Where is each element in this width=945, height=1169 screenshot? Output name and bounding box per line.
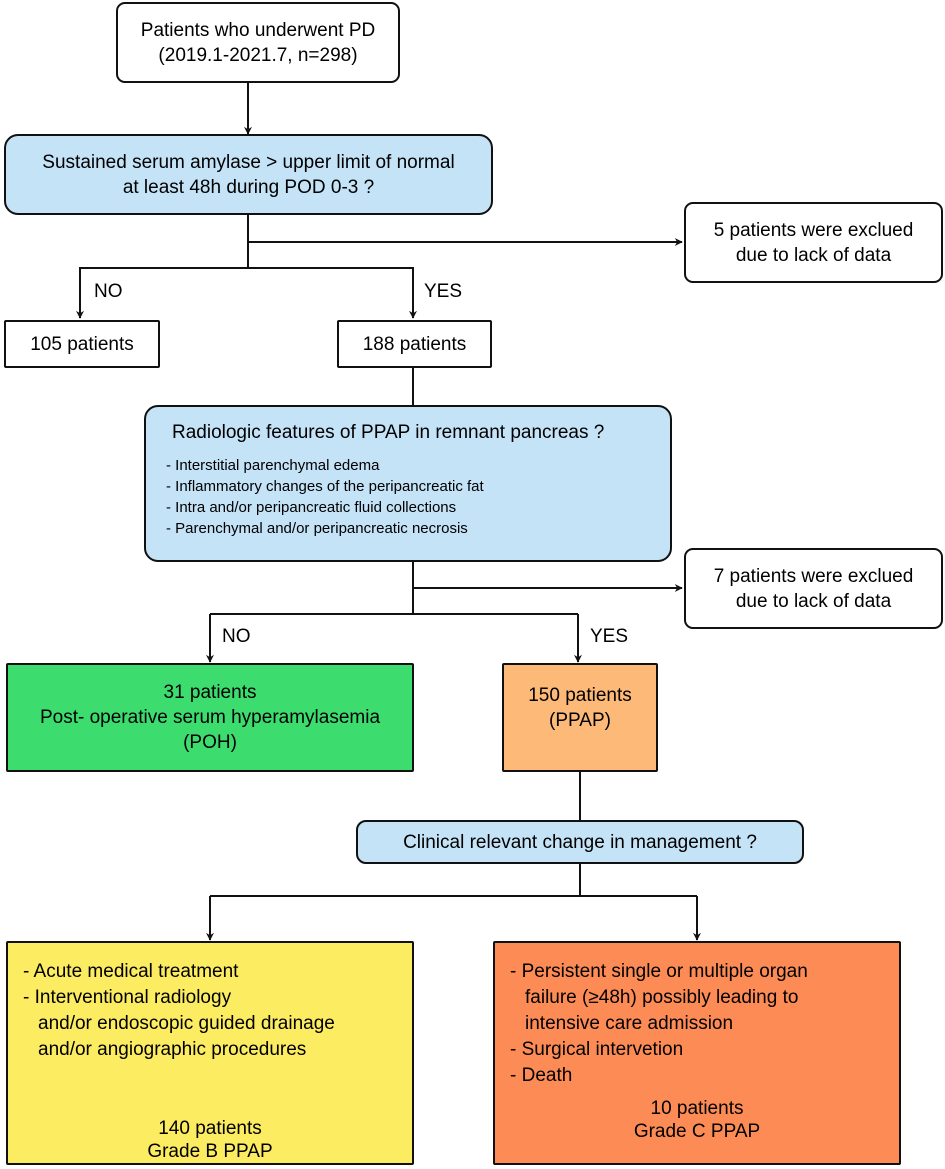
ppap-line2: (PPAP) bbox=[549, 710, 611, 731]
grade-b-item-2: - Interventional radiology bbox=[23, 987, 232, 1008]
yes-label-2: YES bbox=[590, 626, 629, 647]
q2-feature-4: - Parenchymal and/or peripancreatic necr… bbox=[166, 520, 468, 537]
grade-c-item-1: - Persistent single or multiple organ bbox=[510, 961, 808, 982]
start-line1: Patients who underwent PD bbox=[140, 19, 376, 41]
poh-line2: Post- operative serum hyperamylasemia bbox=[39, 707, 381, 728]
yes-label-1: YES bbox=[424, 281, 463, 302]
grade-c-grade: Grade C PPAP bbox=[633, 1121, 761, 1142]
excl2-line1: 7 patients were exclued bbox=[713, 565, 914, 587]
grade-c-result: 10 patients Grade C PPAP bbox=[495, 1097, 899, 1143]
excl2-line2: due to lack of data bbox=[735, 590, 892, 612]
radiologic-question-box: Radiologic features of PPAP in remnant p… bbox=[144, 405, 672, 562]
grade-b-result: 140 patients Grade B PPAP bbox=[8, 1117, 412, 1163]
excl1-line2: due to lack of data bbox=[735, 244, 892, 266]
excluded-box-1: 5 patients were exclued due to lack of d… bbox=[684, 202, 943, 283]
poh-line1: 31 patients bbox=[163, 682, 257, 703]
grade-b-cont-1: and/or endoscopic guided drainage bbox=[38, 1013, 335, 1034]
grade-c-item-2: - Surgical intervetion bbox=[510, 1039, 684, 1060]
q1-line1: Sustained serum amylase > upper limit of… bbox=[42, 151, 455, 173]
grade-c-box: - Persistent single or multiple organ fa… bbox=[493, 941, 901, 1165]
q3-text: Clinical relevant change in management ? bbox=[403, 831, 757, 853]
ppap-line1: 150 patients bbox=[528, 685, 632, 706]
grade-c-count: 10 patients bbox=[650, 1098, 744, 1119]
grade-b-box: - Acute medical treatment - Intervention… bbox=[6, 941, 414, 1165]
excluded-box-2: 7 patients were exclued due to lack of d… bbox=[684, 548, 943, 629]
amylase-question-box: Sustained serum amylase > upper limit of… bbox=[4, 134, 493, 215]
grade-b-grade: Grade B PPAP bbox=[147, 1141, 273, 1162]
grade-c-list: - Persistent single or multiple organ fa… bbox=[510, 959, 808, 1089]
grade-c-cont-2: intensive care admission bbox=[525, 1013, 734, 1034]
start-line2: (2019.1-2021.7, n=298) bbox=[158, 44, 358, 66]
q2-feature-1: - Interstitial parenchymal edema bbox=[166, 457, 380, 474]
no-count-box: 105 patients bbox=[4, 320, 160, 368]
yes-count-box: 188 patients bbox=[337, 320, 492, 368]
grade-b-list: - Acute medical treatment - Intervention… bbox=[23, 959, 335, 1063]
poh-box: 31 patients Post- operative serum hypera… bbox=[6, 663, 414, 772]
n105-text: 105 patients bbox=[30, 333, 134, 355]
ppap-box: 150 patients (PPAP) bbox=[502, 663, 658, 772]
grade-b-cont-2: and/or angiographic procedures bbox=[38, 1039, 307, 1060]
no-label-2: NO bbox=[222, 626, 251, 647]
grade-c-item-3: - Death bbox=[510, 1065, 573, 1086]
q1-line2: at least 48h during POD 0-3 ? bbox=[122, 176, 375, 198]
poh-line3: (POH) bbox=[183, 732, 237, 753]
q2-title: Radiologic features of PPAP in remnant p… bbox=[172, 422, 605, 443]
q2-feature-2: - Inflammatory changes of the peripancre… bbox=[166, 478, 484, 495]
q2-feature-list: - Interstitial parenchymal edema - Infla… bbox=[166, 455, 484, 539]
q2-feature-3: - Intra and/or peripancreatic fluid coll… bbox=[166, 499, 457, 516]
excl1-line1: 5 patients were exclued bbox=[713, 219, 914, 241]
no-label-1: NO bbox=[94, 281, 123, 302]
management-question-box: Clinical relevant change in management ? bbox=[356, 820, 804, 864]
grade-b-item-1: - Acute medical treatment bbox=[23, 961, 239, 982]
grade-c-cont-1: failure (≥48h) possibly leading to bbox=[525, 987, 799, 1008]
start-box: Patients who underwent PD (2019.1-2021.7… bbox=[116, 2, 400, 83]
grade-b-count: 140 patients bbox=[158, 1118, 262, 1139]
n188-text: 188 patients bbox=[362, 333, 467, 355]
